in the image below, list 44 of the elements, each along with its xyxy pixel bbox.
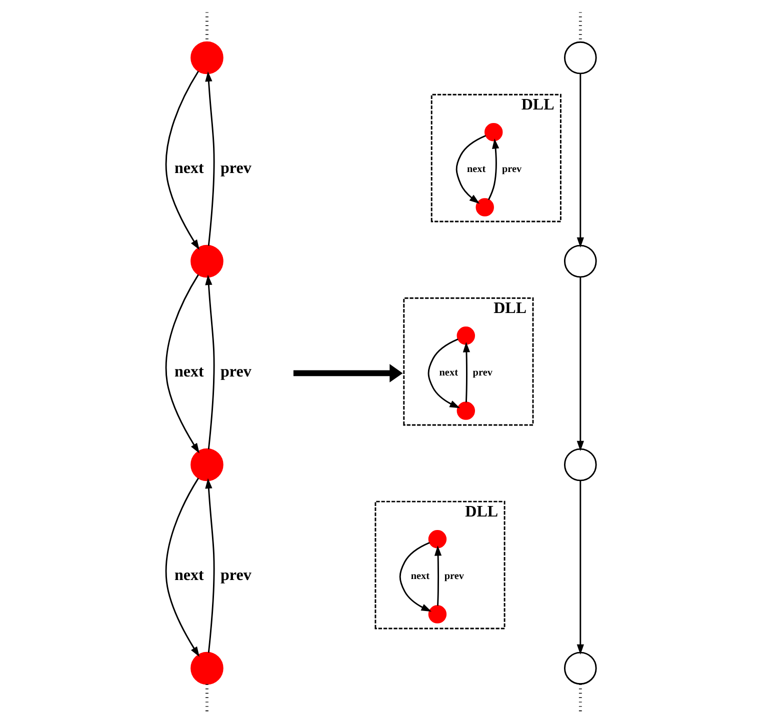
arrow [399,542,432,612]
node-circle [190,41,224,74]
arrow [434,545,442,606]
edge-label: prev [220,364,252,381]
node-circle [564,448,597,482]
node-circle [428,605,447,624]
arrow [576,277,584,452]
arrow [205,274,215,450]
connector [578,12,582,42]
arrow [488,138,500,200]
node-circle [190,244,224,278]
connector [206,12,208,42]
edge-label: next [410,571,430,582]
node-circle [564,41,597,74]
arrow [576,480,584,655]
edge-label: prev [220,567,252,584]
arrow [576,74,584,248]
edge-label: prev [444,571,464,582]
arrow [205,478,215,653]
edge-label: next [174,160,204,178]
arrow [165,70,200,250]
node-circle [190,448,224,482]
node-circle [190,652,224,685]
node-circle [476,198,494,216]
node-circle [456,402,475,420]
edge-label: next [174,567,204,584]
edge-label: prev [220,160,252,178]
node-circle [564,652,597,685]
arrow [165,274,200,454]
arrow [205,71,215,246]
edge-label: next [439,368,458,379]
edge-label: prev [502,164,522,176]
arrow [456,135,486,204]
node-circle [456,326,475,345]
connector [578,684,582,714]
edge-label: next [174,364,204,381]
arrow [165,478,200,657]
arrow [428,338,460,408]
arrow [462,342,470,402]
edge-label: next [466,164,486,176]
edge-label: prev [472,368,492,379]
node-circle [428,530,447,548]
node-circle [484,123,503,142]
node-circle [564,244,597,278]
